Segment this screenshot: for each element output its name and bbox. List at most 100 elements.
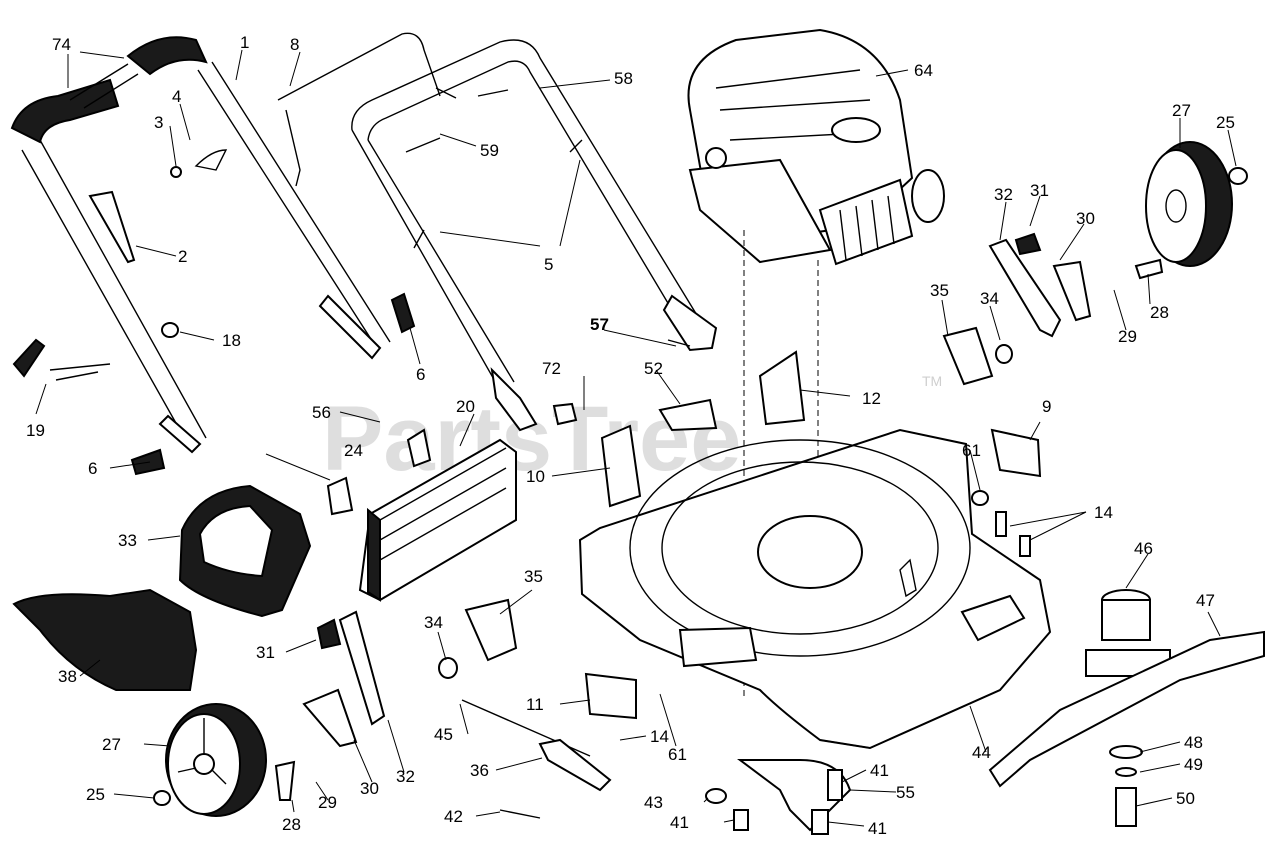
callout-9: 9: [1042, 397, 1051, 416]
callout-29-right: 29: [1118, 327, 1137, 346]
rear-door: [358, 438, 517, 602]
callout-42: 42: [444, 807, 463, 826]
handle-hardware: [12, 87, 691, 476]
callout-30-right: 30: [1076, 209, 1095, 228]
callout-24: 24: [344, 441, 363, 460]
callout-28-left: 28: [282, 815, 301, 834]
callout-6: 6: [416, 365, 425, 384]
grass-bag: [12, 588, 198, 691]
callout-30-left: 30: [360, 779, 379, 798]
callout-12: 12: [862, 389, 881, 408]
callout-2: 2: [178, 247, 187, 266]
front-bracket: [584, 672, 637, 720]
callout-45: 45: [434, 725, 453, 744]
spacer-rear: [995, 344, 1013, 364]
cable-rod: [277, 32, 441, 187]
callout-10: 10: [526, 467, 545, 486]
callout-41-lower-left: 41: [670, 813, 689, 832]
callout-25-right: 25: [1216, 113, 1235, 132]
callout-14-front: 14: [650, 727, 669, 746]
callout-41-lower-right: 41: [868, 819, 887, 838]
callout-27-right: 27: [1172, 101, 1191, 120]
callout-48: 48: [1184, 733, 1203, 752]
screw-14a: [995, 511, 1007, 537]
callout-35-front: 35: [524, 567, 543, 586]
callout-31-right: 31: [1030, 181, 1049, 200]
nut-43: [705, 788, 727, 804]
callout-5: 5: [544, 255, 553, 274]
callout-46: 46: [1134, 539, 1153, 558]
engine: [687, 28, 945, 266]
callout-3: 3: [154, 113, 163, 132]
callout-25-left: 25: [86, 785, 105, 804]
bolt-front: [274, 760, 296, 801]
adjuster-knob-rear: [1014, 232, 1042, 256]
height-adjuster-front: [338, 610, 386, 726]
wheel-nut-left: [153, 790, 171, 806]
bolt-41b: [733, 809, 749, 831]
callout-47: 47: [1196, 591, 1215, 610]
leader-lines: [35, 49, 1237, 827]
callout-38: 38: [58, 667, 77, 686]
callout-27-left: 27: [102, 735, 121, 754]
callout-18: 18: [222, 331, 241, 350]
callout-8: 8: [290, 35, 299, 54]
callout-14-right: 14: [1094, 503, 1113, 522]
mower-deck: [578, 428, 1052, 750]
screw-14b: [1019, 535, 1031, 557]
bolt-41c: [811, 809, 829, 835]
bolt-rear: [1134, 258, 1164, 280]
callout-64: 64: [914, 61, 933, 80]
lower-handle: [351, 39, 718, 432]
nut-61: [971, 490, 989, 506]
clamp-72: [552, 402, 578, 426]
height-adjuster-rear: [988, 238, 1062, 338]
mower-blade: [988, 630, 1265, 788]
hinge-bracket: [326, 476, 354, 516]
watermark-text: PartsTree: [322, 388, 741, 490]
spring-42: [499, 809, 541, 819]
rear-hinge-bracket: [990, 428, 1042, 478]
upper-handle: [10, 36, 391, 454]
callout-33: 33: [118, 531, 137, 550]
callout-29-left: 29: [318, 793, 337, 812]
callout-72: 72: [542, 359, 561, 378]
callout-61-right: 61: [962, 441, 981, 460]
callout-labels: 74 1 8 4 3 2 18 19 6 6 58 59 5 64 27 25 …: [26, 33, 1235, 838]
callout-74: 74: [52, 35, 71, 54]
callout-43: 43: [644, 793, 663, 812]
axle-bracket-36: [538, 738, 612, 792]
wheel-front-left: [165, 703, 267, 817]
callout-19: 19: [26, 421, 45, 440]
callout-35-right: 35: [930, 281, 949, 300]
adjuster-knob-front: [316, 618, 342, 650]
callout-49: 49: [1184, 755, 1203, 774]
callout-34-front: 34: [424, 613, 443, 632]
watermark-trademark: TM: [922, 373, 942, 389]
callout-59: 59: [480, 141, 499, 160]
axle-bracket-front: [302, 688, 358, 748]
spring-bracket: [406, 428, 432, 468]
callout-11: 11: [526, 695, 544, 714]
callout-57: 57: [590, 315, 609, 334]
callout-56: 56: [312, 403, 331, 422]
callout-6-lower: 6: [88, 459, 97, 478]
chute-bracket: [600, 424, 642, 508]
blade-bolt: [1115, 787, 1137, 827]
blade-adapter: [1085, 589, 1171, 677]
callout-61-front: 61: [668, 745, 687, 764]
lock-washer: [1115, 767, 1137, 777]
callout-20: 20: [456, 397, 475, 416]
mulch-plug-window: [198, 504, 274, 578]
callout-34-right: 34: [980, 289, 999, 308]
clip-52: [658, 398, 718, 432]
callout-55: 55: [896, 783, 915, 802]
wheel-rear-right: [1145, 141, 1233, 267]
callout-52: 52: [644, 359, 663, 378]
callout-32-right: 32: [994, 185, 1013, 204]
callout-36: 36: [470, 761, 489, 780]
callout-28-right: 28: [1150, 303, 1169, 322]
spacer-front: [438, 657, 458, 679]
pivot-plate-front: [464, 598, 518, 662]
